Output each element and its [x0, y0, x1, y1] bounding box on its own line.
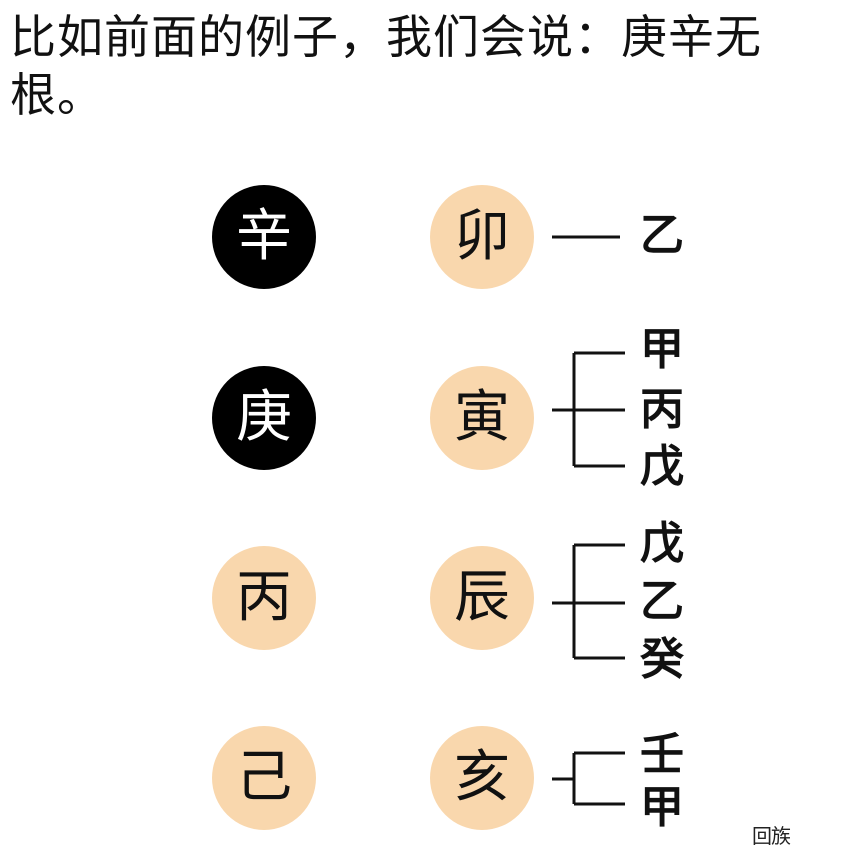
stem-circle-4: 己: [212, 726, 316, 830]
hidden-stem-row1-1: 乙: [640, 210, 684, 261]
hidden-stem-row2-1: 甲: [640, 324, 684, 375]
hidden-stem-row3-3: 癸: [640, 634, 684, 685]
branch-circle-1: 卯: [430, 185, 534, 289]
stem-circle-2: 庚: [212, 366, 316, 470]
intro-text: 比如前面的例子，我们会说：庚辛无根。: [10, 10, 762, 122]
connector-row-3: [552, 543, 625, 660]
connector-row-2: [552, 351, 625, 468]
watermark-text: 回族: [752, 824, 791, 848]
hidden-stem-row4-2: 甲: [640, 782, 684, 833]
stem-circle-1: 辛: [212, 185, 316, 289]
stem-circle-3: 丙: [212, 546, 316, 650]
branch-circle-2: 寅: [430, 366, 534, 470]
hidden-stem-row4-1: 壬: [640, 729, 684, 780]
hidden-stem-row3-1: 戊: [640, 518, 684, 569]
hidden-stem-row2-2: 丙: [640, 384, 684, 435]
hidden-stem-row3-2: 乙: [640, 576, 684, 627]
branch-circle-3: 辰: [430, 546, 534, 650]
branch-circle-4: 亥: [430, 726, 534, 830]
connector-row-4: [552, 751, 625, 806]
hidden-stem-row2-3: 戊: [640, 441, 684, 492]
